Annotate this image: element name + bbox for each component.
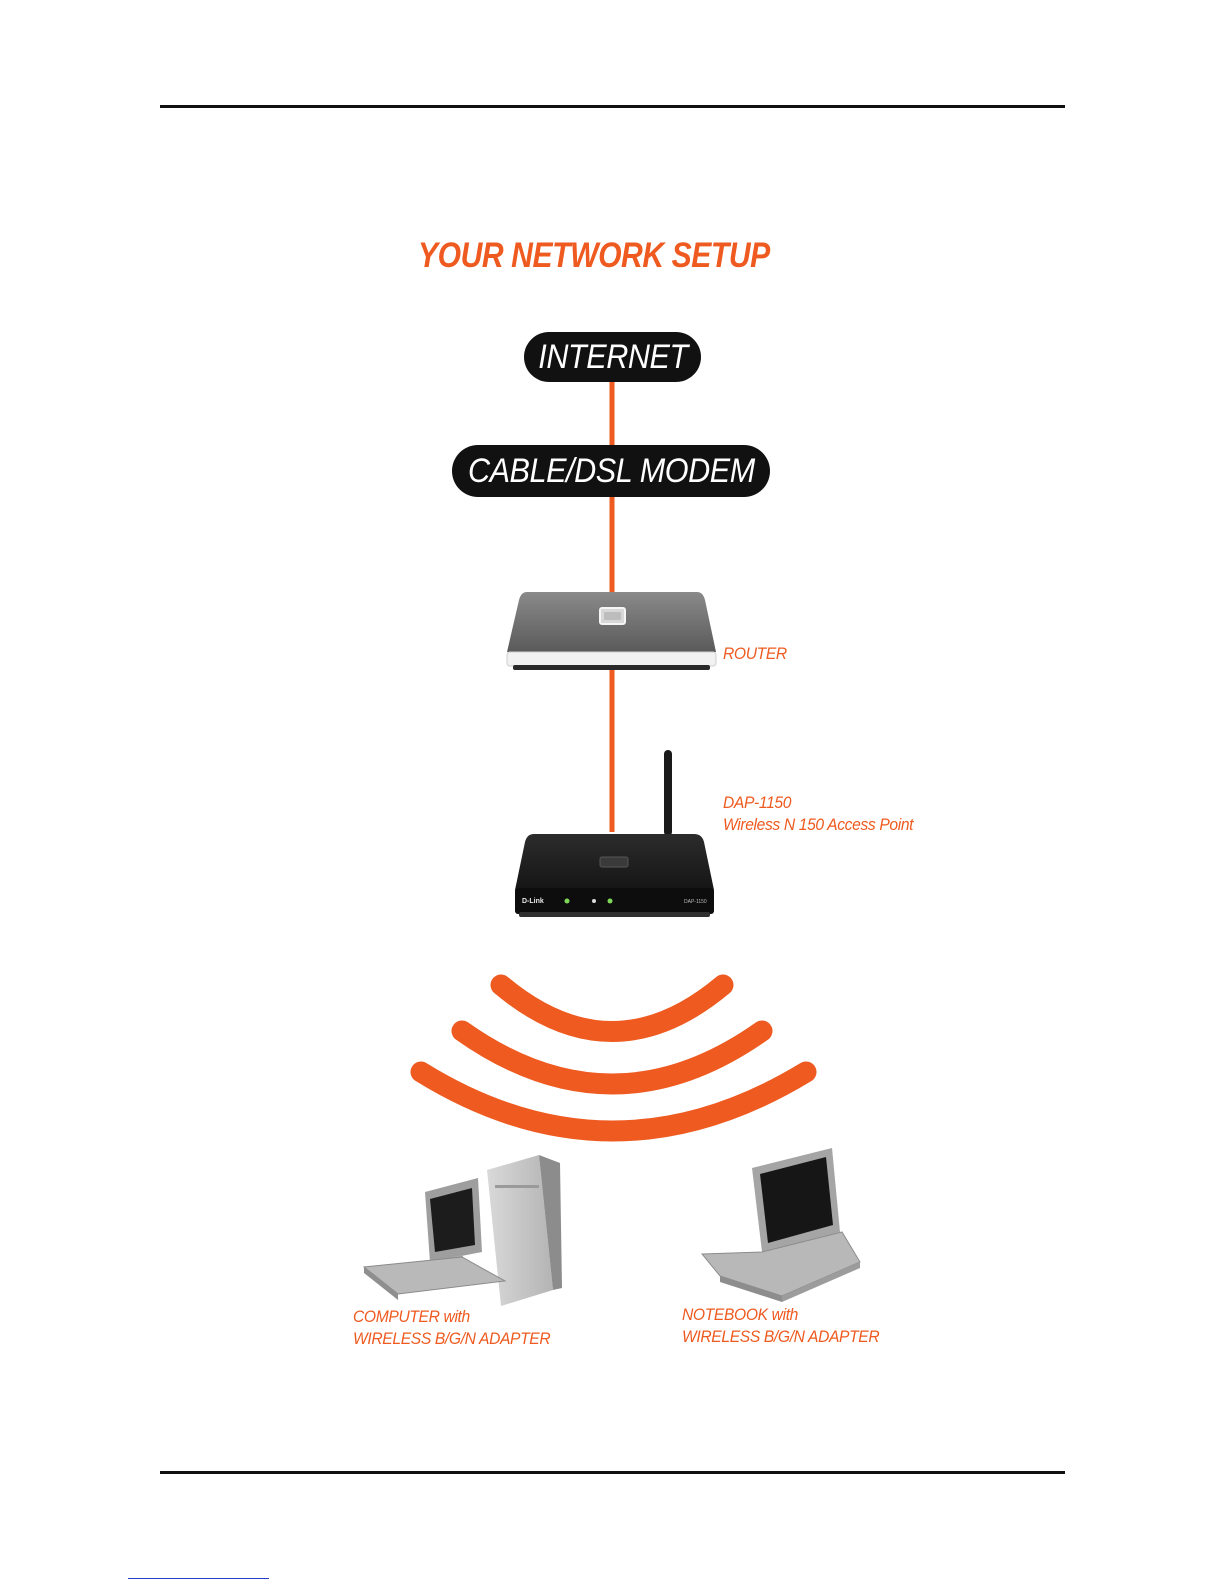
access-point-label: DAP-1150 Wireless N 150 Access Point [723,792,930,836]
notebook-label-line2: WIRELESS B/G/N ADAPTER [682,1326,879,1348]
modem-label: CABLE/DSL MODEM [468,452,755,491]
computer-label-line2: WIRELESS B/G/N ADAPTER [353,1328,550,1350]
access-point-description-label: Wireless N 150 Access Point [723,814,913,836]
footer-link-underline[interactable] [128,1578,269,1579]
notebook-icon [702,1148,860,1302]
computer-label: COMPUTER with WIRELESS B/G/N ADAPTER [353,1306,567,1350]
internet-label: INTERNET [538,338,687,377]
computer-label-line1: COMPUTER with [353,1306,550,1328]
notebook-label: NOTEBOOK with WIRELESS B/G/N ADAPTER [682,1304,896,1348]
notebook-label-line1: NOTEBOOK with [682,1304,879,1326]
router-label: ROUTER [723,643,792,665]
access-point-model-label: DAP-1150 [723,792,913,814]
footer-rule [160,1471,1065,1474]
desktop-computer-icon [364,1155,562,1306]
access-point-brand-text: D-Link [522,898,544,905]
wireless-signal-icon [421,985,806,1131]
router-device [507,592,716,670]
internet-node: INTERNET [524,332,701,382]
modem-node: CABLE/DSL MODEM [452,445,770,497]
access-point-model-text: DAP-1150 [684,899,707,905]
router-label-text: ROUTER [723,643,787,665]
